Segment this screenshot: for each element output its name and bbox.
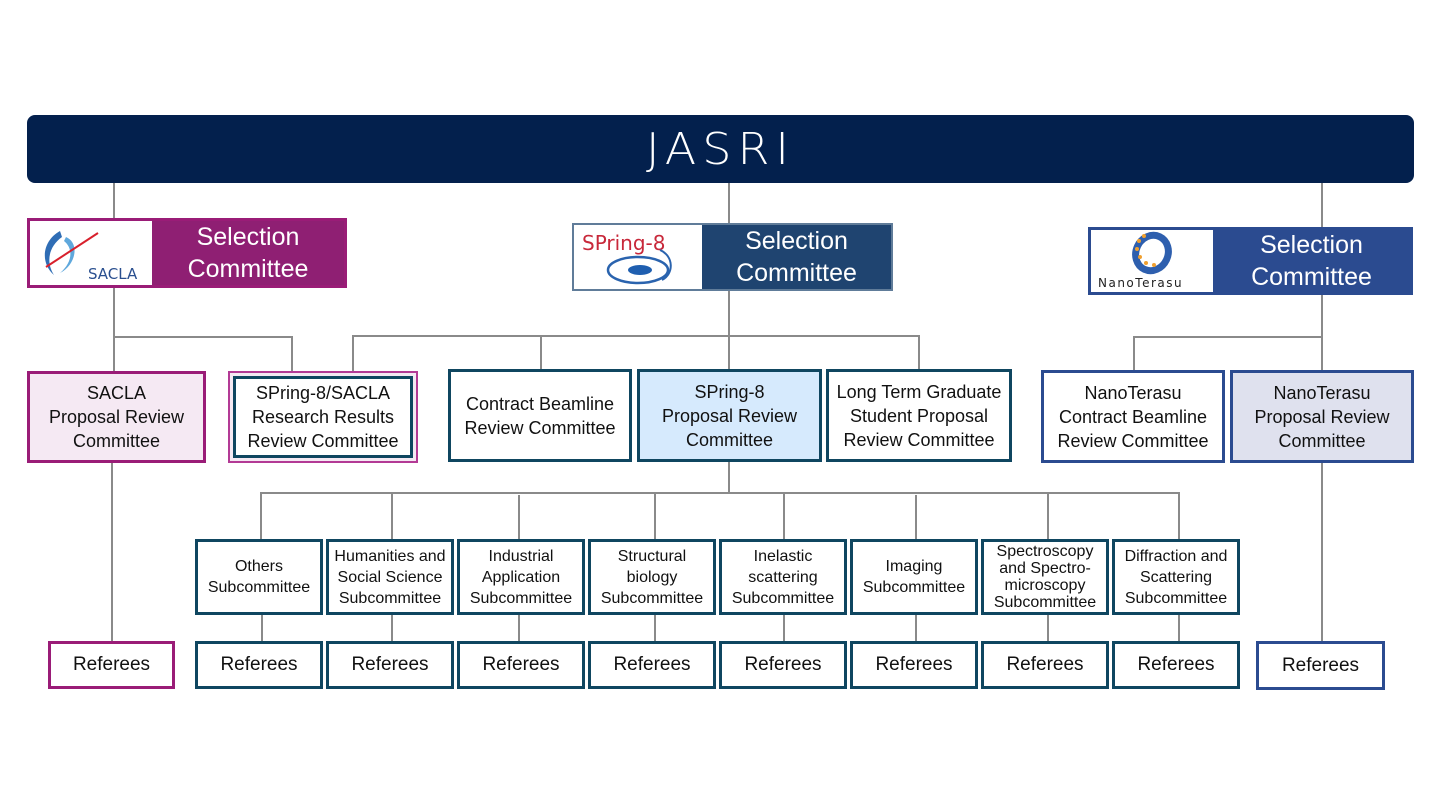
spring8-logo-icon: SPring-8: [574, 225, 702, 289]
spring8-logo-text: SPring-8: [582, 231, 666, 255]
referees-inelastic-scattering[interactable]: Referees: [719, 641, 847, 689]
referees-spectroscopy[interactable]: Referees: [981, 641, 1109, 689]
referees-sacla[interactable]: Referees: [48, 641, 175, 689]
referees-industrial-application[interactable]: Referees: [457, 641, 585, 689]
referees-structural-biology[interactable]: Referees: [588, 641, 716, 689]
referees-others[interactable]: Referees: [195, 641, 323, 689]
nanoterasu-logo-text: NanoTerasu: [1098, 276, 1183, 290]
jasri-banner: JASRI: [27, 115, 1414, 183]
sacla-logo-icon: SACLA: [30, 221, 152, 285]
sacla-logo-text: SACLA: [88, 265, 138, 283]
referees-nanoterasu[interactable]: Referees: [1256, 641, 1385, 690]
nanoterasu-logo-icon: NanoTerasu: [1091, 230, 1213, 292]
referees-humanities[interactable]: Referees: [326, 641, 454, 689]
referees-diffraction-scattering[interactable]: Referees: [1112, 641, 1240, 689]
referees-imaging[interactable]: Referees: [850, 641, 978, 689]
jasri-title: JASRI: [646, 123, 795, 175]
